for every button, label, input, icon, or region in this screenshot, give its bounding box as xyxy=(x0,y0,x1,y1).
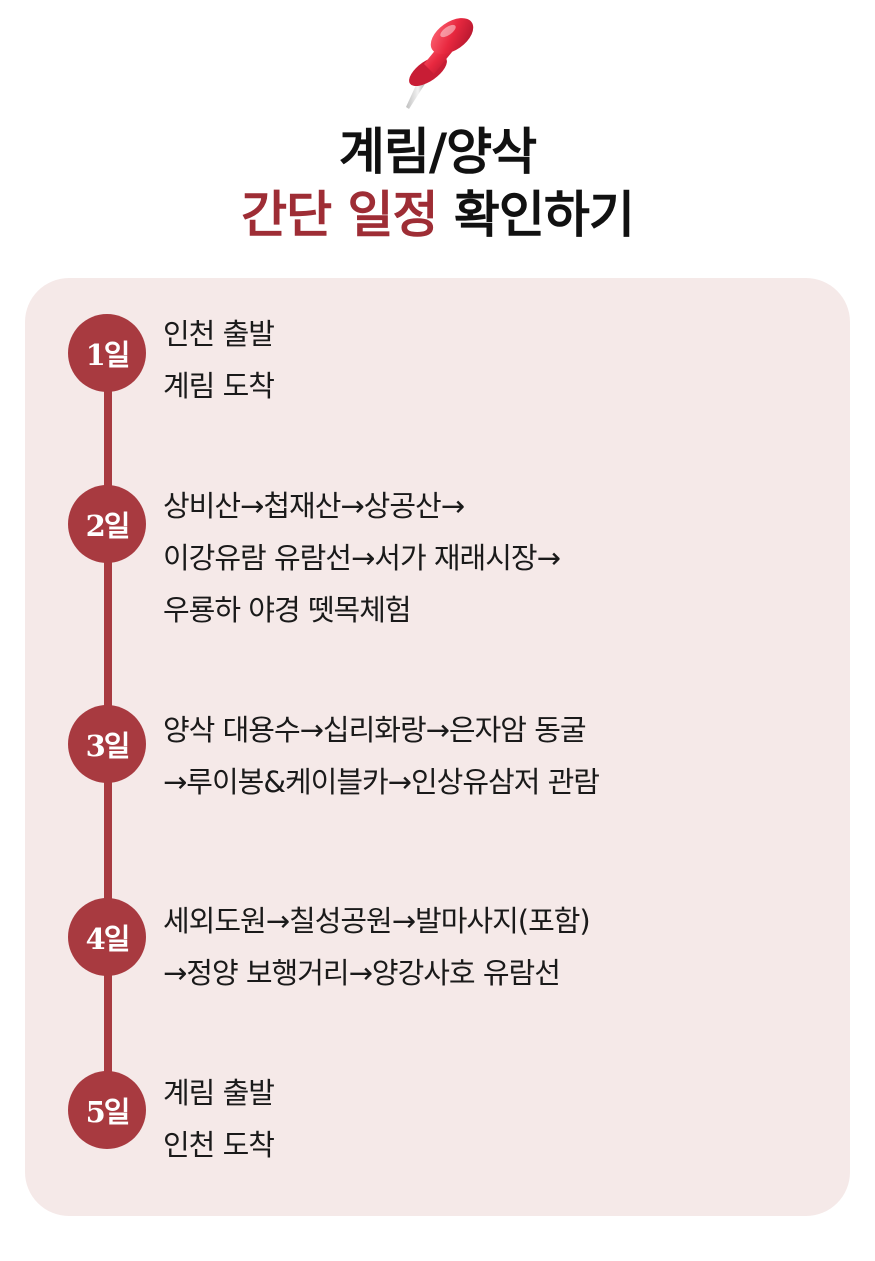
title-accent: 간단 일정 xyxy=(241,186,438,244)
itinerary-card xyxy=(25,278,850,1216)
plan-line: 우룡하 야경 뗏목체험 xyxy=(163,593,412,627)
plan-line: →루이봉&케이블카→인상유삼저 관람 xyxy=(163,765,600,799)
day-plan: 세외도원→칠성공원→발마사지(포함) →정양 보행거리→양강사호 유람선 xyxy=(163,895,823,999)
plan-line: 인천 출발 xyxy=(163,317,275,351)
day-plan: 상비산→첩재산→상공산→ 이강유람 유람선→서가 재래시장→ 우룡하 야경 뗏목… xyxy=(163,480,823,636)
page-subtitle: 간단 일정 확인하기 xyxy=(0,185,875,245)
day-plan: 양삭 대용수→십리화랑→은자암 동굴 →루이봉&케이블카→인상유삼저 관람 xyxy=(163,704,823,808)
day-plan: 인천 출발 계림 도착 xyxy=(163,308,823,412)
day-badge: 2일 xyxy=(68,485,146,563)
day-plan: 계림 출발 인천 도착 xyxy=(163,1067,823,1171)
plan-line: 세외도원→칠성공원→발마사지(포함) xyxy=(163,904,591,938)
title-line1: 계림/양삭 xyxy=(338,123,537,181)
plan-line: 인천 도착 xyxy=(163,1128,275,1162)
plan-line: 양삭 대용수→십리화랑→은자암 동굴 xyxy=(163,713,587,747)
plan-line: 계림 도착 xyxy=(163,369,275,403)
page-title: 계림/양삭 xyxy=(0,122,875,182)
day-badge: 1일 xyxy=(68,314,146,392)
day-badge: 3일 xyxy=(68,705,146,783)
title-rest: 확인하기 xyxy=(437,186,635,244)
plan-line: →정양 보행거리→양강사호 유람선 xyxy=(163,956,561,990)
day-badge: 4일 xyxy=(68,898,146,976)
plan-line: 이강유람 유람선→서가 재래시장→ xyxy=(163,541,561,575)
plan-line: 상비산→첩재산→상공산→ xyxy=(163,489,465,523)
day-badge: 5일 xyxy=(68,1071,146,1149)
pushpin-icon xyxy=(406,18,474,109)
plan-line: 계림 출발 xyxy=(163,1076,275,1110)
